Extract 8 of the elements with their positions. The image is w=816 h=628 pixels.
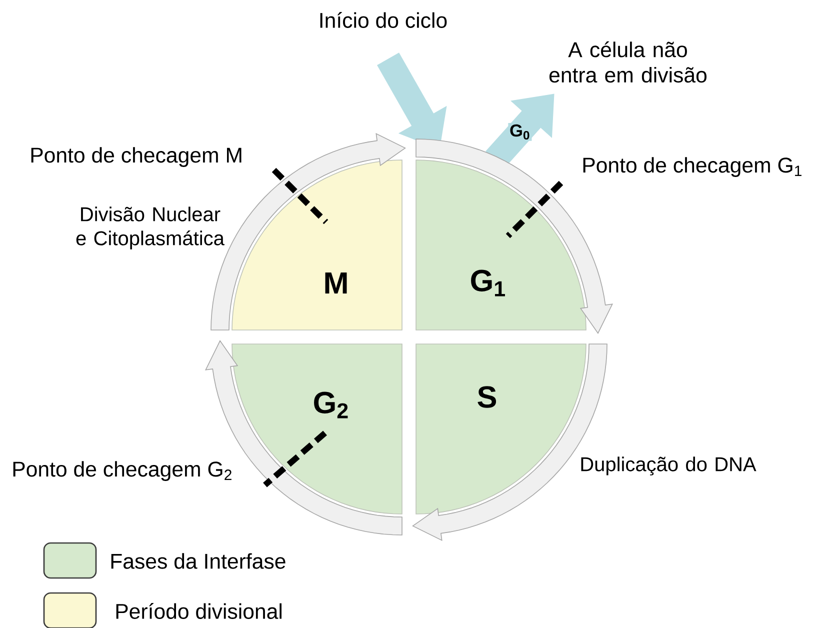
phase-quadrant: G$_{2}$	[232, 344, 402, 514]
legend-label: Fases da Interfase	[111, 553, 286, 569]
text-label: A célula não entra em divisão	[549, 41, 706, 83]
text-label: Início do ciclo	[320, 12, 447, 28]
phase-description: Duplicação do DNA	[581, 456, 756, 476]
legend-label: Período divisional	[116, 603, 282, 619]
edge-label: G$_{0}$	[508, 123, 532, 141]
phase-description: Divisão Nuclear e Citoplasmática	[76, 206, 224, 250]
